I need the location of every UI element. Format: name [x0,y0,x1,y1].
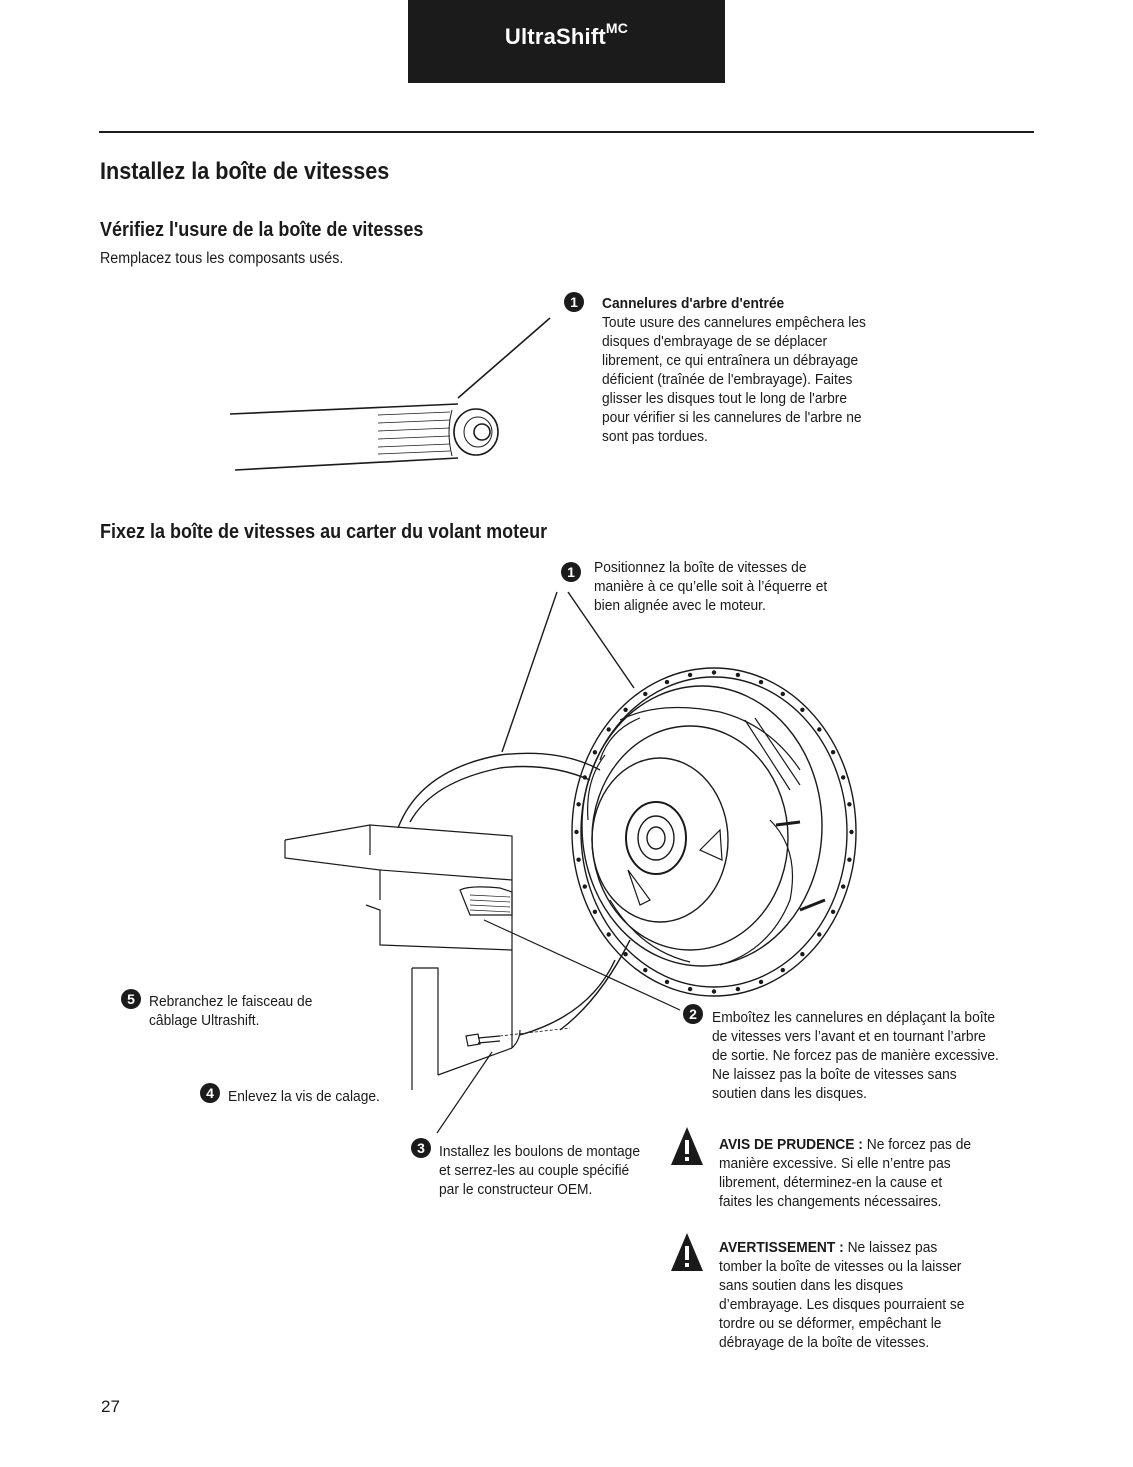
flywheel-bolt-hole [664,679,670,685]
step2-line: de vitesses vers l’avant et en tournant … [712,1028,986,1045]
step1-text: Positionnez la boîte de vitesses de mani… [594,558,861,615]
callout1-title: Cannelures d'arbre d'entrée [602,295,785,312]
caution-line: librement, déterminez-en la cause et [719,1174,943,1191]
header-tab: UltraShiftMC [408,0,725,83]
callout1-badge: 1 [564,292,584,312]
step3-badge: 3 [411,1138,431,1158]
caution-warning-icon [671,1127,703,1165]
flywheel-bolt-hole [758,979,764,985]
flywheel-bolt-hole [623,952,628,957]
flywheel-bolt-hole [592,909,598,914]
flywheel-bolt-hole [800,952,805,957]
step4-line: Enlevez la vis de calage. [228,1088,380,1105]
flywheel-bolt-hole [735,672,741,678]
flywheel-bolt-hole [687,986,693,992]
step1-line: bien alignée avec le moteur. [594,597,766,614]
warning-line: tordre ou se déformer, empêchant le [719,1315,942,1332]
flywheel-bolt-hole [841,775,846,780]
step1-line: manière à ce qu’elle soit à l’équerre et [594,578,828,595]
caution-line: faites les changements nécessaires. [719,1193,942,1210]
callout1-line: Toute usure des cannelures empêchera les [602,314,866,331]
caution-first: Ne forcez pas de [862,1136,972,1153]
flywheel-bolt-hole [817,727,822,732]
warning-label: AVERTISSEMENT : [719,1239,844,1256]
section1-heading: Vérifiez l'usure de la boîte de vitesses [100,219,424,241]
callout1-line: librement, ce qui entraînera un débrayag… [602,352,859,369]
header-rule [99,131,1034,133]
step3-text: Installez les boulons de montage et serr… [439,1142,660,1199]
step3-line: et serrez-les au couple spécifié [439,1162,630,1179]
page-number: 27 [101,1397,120,1416]
flywheel-bolt-hole [800,707,805,712]
step4-badge: 4 [200,1083,220,1103]
step2-line: soutien dans les disques. [712,1085,867,1102]
flywheel-bolt-hole [849,829,854,835]
flywheel-bolt-hole [664,979,670,985]
step5-badge: 5 [121,989,141,1009]
step5-line: câblage Ultrashift. [149,1012,260,1029]
step2-line: de sortie. Ne forcez pas de manière exce… [712,1047,999,1064]
flywheel-bolt-hole [847,802,852,807]
step2-line: Ne laissez pas la boîte de vitesses sans [712,1066,957,1083]
flywheel-bolt-hole [606,932,611,937]
flywheel-bolt-hole [592,750,598,755]
flywheel-bolt-hole [847,857,852,862]
step2-line: Emboîtez les cannelures en déplaçant la … [712,1009,996,1026]
step2-badge: 2 [683,1004,703,1024]
flywheel-bolt-hole [582,775,587,780]
section2-heading: Fixez la boîte de vitesses au carter du … [100,521,548,543]
flywheel-bolt-hole [841,884,846,889]
warning-line: sans soutien dans les disques [719,1277,904,1294]
step3-line: par le constructeur OEM. [439,1181,593,1198]
step5-line: Rebranchez le faisceau de [149,993,313,1010]
flywheel-bolt-hole [623,707,628,712]
flywheel-bolt-hole [780,967,785,973]
flywheel-bolt-hole [830,750,836,755]
warning-icon [671,1233,703,1271]
flywheel-bolt-hole [643,967,648,973]
flywheel-bolt-hole [582,884,587,889]
flywheel-bolt-hole [687,672,693,678]
flywheel-bolt-hole [830,909,836,914]
callout1-line: déficient (traînée de l'embrayage). Fait… [602,371,853,388]
callout1-line: sont pas tordues. [602,428,708,445]
flywheel-bolt-hole [711,670,717,675]
callout1-text: Cannelures d'arbre d'entrée Toute usure … [602,294,896,446]
step1-line: Positionnez la boîte de vitesses de [594,559,807,576]
flywheel-bolt-hole [817,932,822,937]
callout1-line: pour vérifier si les cannelures de l'arb… [602,409,862,426]
flywheel-bolt-hole [643,691,648,697]
warning-line: tomber la boîte de vitesses ou la laisse… [719,1258,962,1275]
flywheel-bolt-hole [735,986,741,992]
caution-text: AVIS DE PRUDENCE : Ne forcez pas de mani… [719,1135,995,1211]
warning-line: débrayage de la boîte de vitesses. [719,1334,930,1351]
step5-text: Rebranchez le faisceau de câblage Ultras… [149,992,351,1030]
flywheel-bolt-hole [758,679,764,685]
step3-line: Installez les boulons de montage [439,1143,641,1160]
caution-label: AVIS DE PRUDENCE : [719,1136,863,1153]
flywheel-bolt-hole [606,727,611,732]
flywheel-bolt-hole [576,857,581,862]
page-title: Installez la boîte de vitesses [100,158,390,185]
header-brand: UltraShiftMC [504,20,629,49]
step1-badge: 1 [561,562,581,582]
warning-first: Ne laissez pas [843,1239,938,1256]
callout1-line: glisser les disques tout le long de l'ar… [602,390,848,407]
warning-text: AVERTISSEMENT : Ne laissez pas tomber la… [719,1238,995,1352]
flywheel-bolt-hole [711,989,717,994]
warning-line: d’embrayage. Les disques pourraient se [719,1296,965,1313]
flywheel-bolt-hole [576,802,581,807]
step4-text: Enlevez la vis de calage. [228,1087,412,1106]
callout1-line: disques d'embrayage de se déplacer [602,333,828,350]
step2-text: Emboîtez les cannelures en déplaçant la … [712,1008,1025,1103]
flywheel-bolt-hole [574,829,579,835]
section1-subtext: Remplacez tous les composants usés. [100,250,344,267]
caution-line: manière excessive. Si elle n’entre pas [719,1155,951,1172]
flywheel-bolt-hole [780,691,785,697]
